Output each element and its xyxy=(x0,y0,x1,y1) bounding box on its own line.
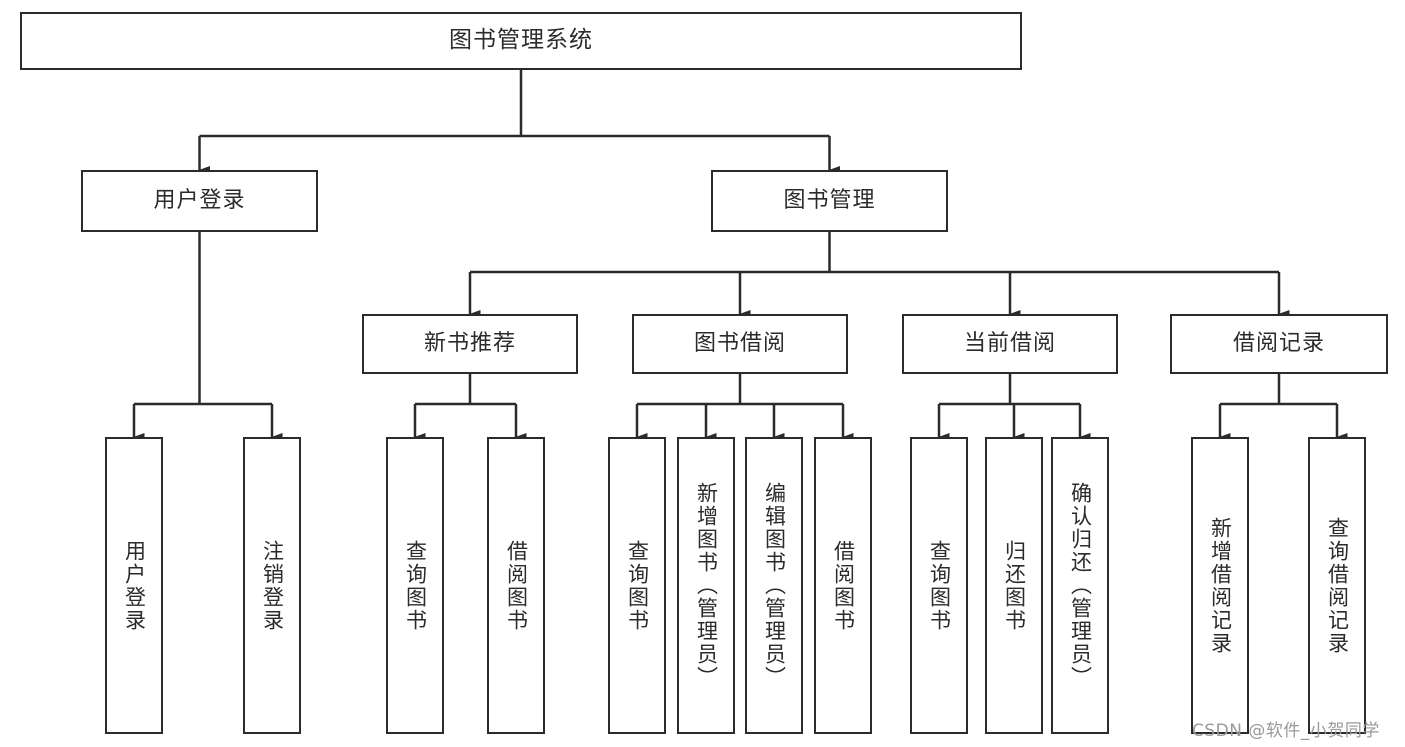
node-label: 查询图书 xyxy=(625,539,650,632)
node-label: 图书借阅 xyxy=(693,330,786,356)
node-label: 查询图书 xyxy=(403,539,428,632)
watermark-text: CSDN @软件_小贺同学 xyxy=(1192,721,1380,741)
node-bw-borrow[interactable]: 借阅图书 xyxy=(814,437,872,734)
node-label: 注销登录 xyxy=(260,539,285,632)
node-label: 新增图书（管理员） xyxy=(694,482,719,689)
node-label: 查询图书 xyxy=(927,539,952,632)
node-label: 用户登录 xyxy=(153,187,246,213)
node-cu-return[interactable]: 归还图书 xyxy=(985,437,1043,734)
node-bw-edit[interactable]: 编辑图书（管理员） xyxy=(745,437,803,734)
node-label: 新增借阅记录 xyxy=(1208,516,1233,655)
node-logout[interactable]: 注销登录 xyxy=(243,437,301,734)
node-borrow[interactable]: 图书借阅 xyxy=(632,314,848,374)
node-label: 用户登录 xyxy=(122,539,147,632)
node-bw-query[interactable]: 查询图书 xyxy=(608,437,666,734)
node-root[interactable]: 图书管理系统 xyxy=(20,12,1022,70)
node-label: 确认归还（管理员） xyxy=(1068,482,1093,689)
node-userlogin[interactable]: 用户登录 xyxy=(105,437,163,734)
edge-paths xyxy=(132,70,1348,441)
node-records[interactable]: 借阅记录 xyxy=(1170,314,1388,374)
node-label: 图书管理 xyxy=(783,187,876,213)
node-current[interactable]: 当前借阅 xyxy=(902,314,1118,374)
node-bookmgmt[interactable]: 图书管理 xyxy=(711,170,948,232)
node-nb-borrow[interactable]: 借阅图书 xyxy=(487,437,545,734)
node-label: 归还图书 xyxy=(1002,539,1027,632)
node-bw-add[interactable]: 新增图书（管理员） xyxy=(677,437,735,734)
node-label: 当前借阅 xyxy=(963,330,1056,356)
node-nb-query[interactable]: 查询图书 xyxy=(386,437,444,734)
node-label: 借阅记录 xyxy=(1232,330,1325,356)
node-cu-query[interactable]: 查询图书 xyxy=(910,437,968,734)
node-rc-query[interactable]: 查询借阅记录 xyxy=(1308,437,1366,734)
node-login[interactable]: 用户登录 xyxy=(81,170,318,232)
node-label: 借阅图书 xyxy=(831,539,856,632)
node-label: 新书推荐 xyxy=(423,330,516,356)
node-label: 图书管理系统 xyxy=(449,27,593,54)
node-label: 借阅图书 xyxy=(504,539,529,632)
node-rc-add[interactable]: 新增借阅记录 xyxy=(1191,437,1249,734)
node-label: 编辑图书（管理员） xyxy=(762,482,787,689)
node-newbook[interactable]: 新书推荐 xyxy=(362,314,578,374)
node-label: 查询借阅记录 xyxy=(1325,516,1350,655)
node-cu-confirm[interactable]: 确认归还（管理员） xyxy=(1051,437,1109,734)
